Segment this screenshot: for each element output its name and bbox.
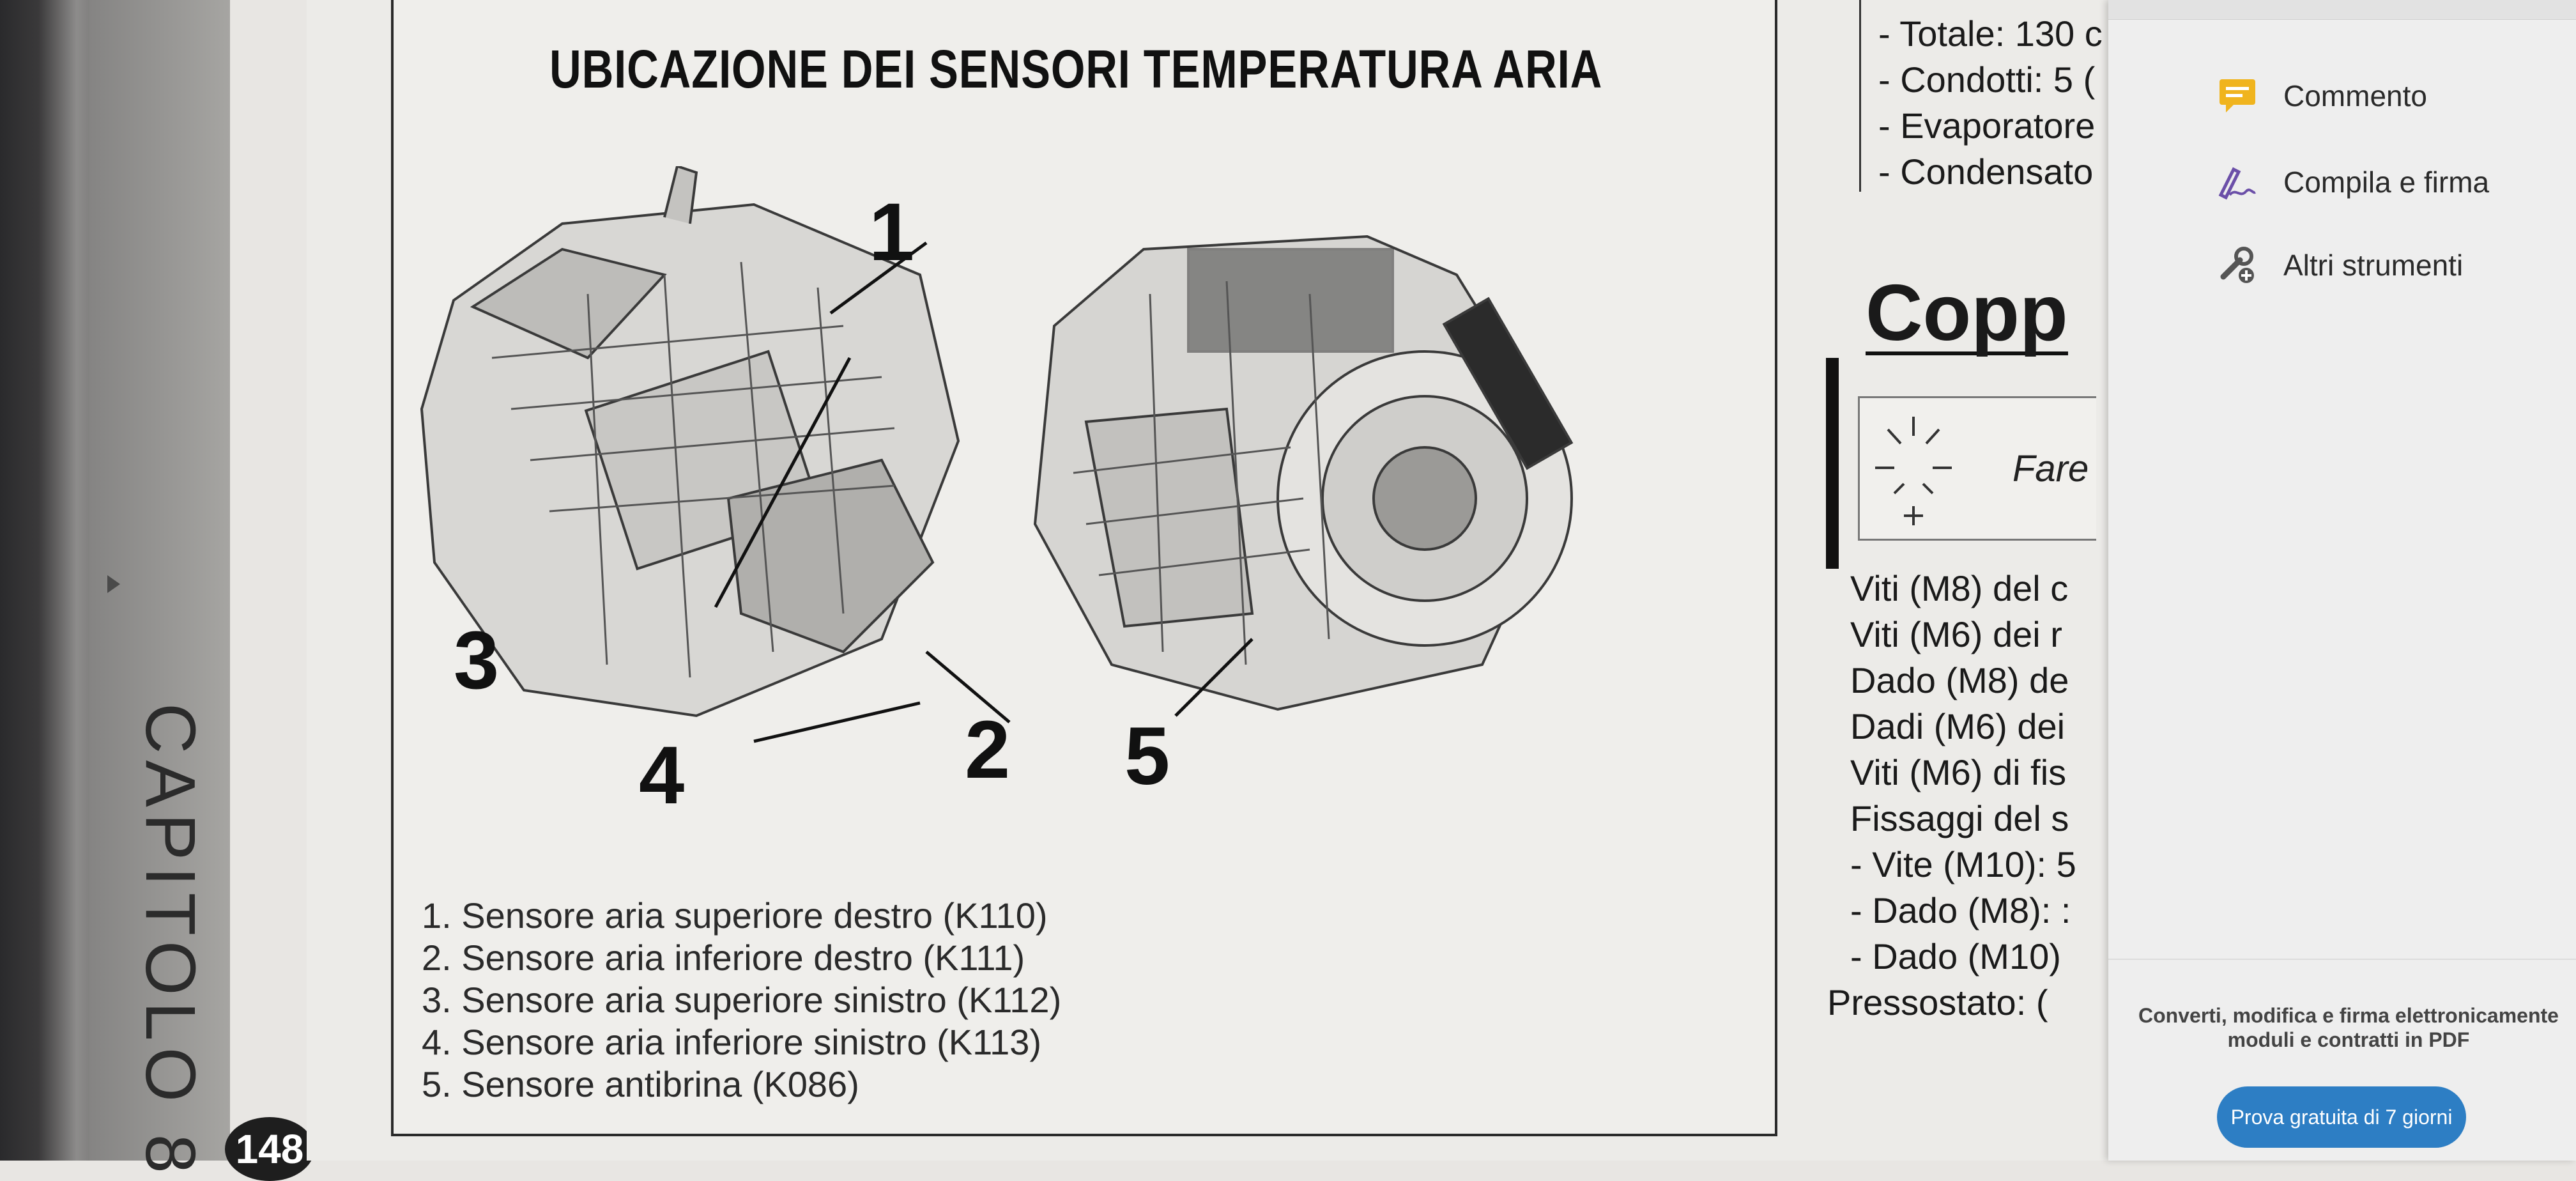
tool-label: Altri strumenti [2283,249,2464,282]
comment-icon [2220,79,2255,112]
spec-line: - Dado (M8): : [1850,890,2071,930]
callout-4: 4 [639,730,685,821]
panel-separator [2108,959,2576,960]
legend-item: 1. Sensore aria superiore destro (K110) [422,895,1048,936]
figure-title: UBICAZIONE DEI SENSORI TEMPERATURA ARIA [549,39,1603,99]
free-trial-button[interactable]: Prova gratuita di 7 giorni [2217,1086,2466,1148]
spec-line: - Evaporatore [1878,105,2096,146]
spec-line: Dadi (M6) dei [1850,706,2066,746]
panel-top-strip [2108,0,2576,20]
spec-line: Fissaggi del s [1850,798,2069,838]
page-number-badge: 148 [225,1117,314,1181]
light-burst-icon [1875,417,1952,525]
more-tools-icon [2220,247,2254,283]
callout-5: 5 [1124,711,1170,802]
tool-comment[interactable]: Commento [2217,70,2427,121]
callout-1: 1 [869,187,915,278]
spec-line: Viti (M8) del c [1850,568,2069,608]
promo-text: Converti, modifica e firma elettronicame… [2119,1003,2576,1052]
spec-line: Pressostato: ( [1827,982,2048,1023]
spec-line: Dado (M8) de [1850,660,2069,700]
section-bar [1826,358,1839,569]
right-hvac-assembly [1033,235,1574,711]
section-heading: Copp [1866,269,2068,357]
legend-item: 4. Sensore aria inferiore sinistro (K113… [422,1022,1042,1062]
tools-side-panel [2108,0,2576,1161]
note-text: Fare [2012,448,2089,490]
legend-item: 3. Sensore aria superiore sinistro (K112… [422,980,1062,1020]
left-expand-arrow-icon[interactable] [107,575,120,593]
tool-more[interactable]: Altri strumenti [2217,240,2463,291]
legend-item: 2. Sensore aria inferiore destro (K111) [422,938,1025,978]
note-box [1858,396,2096,541]
promo-line: moduli e contratti in PDF [2227,1028,2470,1051]
fill-sign-icon [2218,167,2256,200]
legend-item: 5. Sensore antibrina (K086) [422,1064,859,1104]
promo-line: Converti, modifica e firma elettronicame… [2138,1004,2559,1027]
figure-legend: 1. Sensore aria superiore destro (K110) … [422,895,1061,1106]
callout-2: 2 [965,704,1011,796]
spec-line: - Totale: 130 c [1878,13,2103,54]
spec-line: - Condotti: 5 ( [1878,59,2096,100]
spec-line: Viti (M6) di fis [1850,752,2067,792]
tool-label: Commento [2283,79,2427,112]
spec-line: - Dado (M10) [1850,936,2061,976]
tool-label: Compila e firma [2283,166,2490,199]
tool-fill-sign[interactable]: Compila e firma [2217,157,2489,208]
spec-line: - Vite (M10): 5 [1850,844,2076,884]
hvac-unit-illustration [420,166,1574,743]
left-hvac-assembly [420,166,960,718]
spec-line: Viti (M6) dei r [1850,614,2062,654]
chapter-label: CAPITOLO 8 [131,703,210,1180]
callout-3: 3 [454,615,500,706]
column-rule [1859,0,1861,192]
spec-line: - Condensato [1878,151,2094,192]
